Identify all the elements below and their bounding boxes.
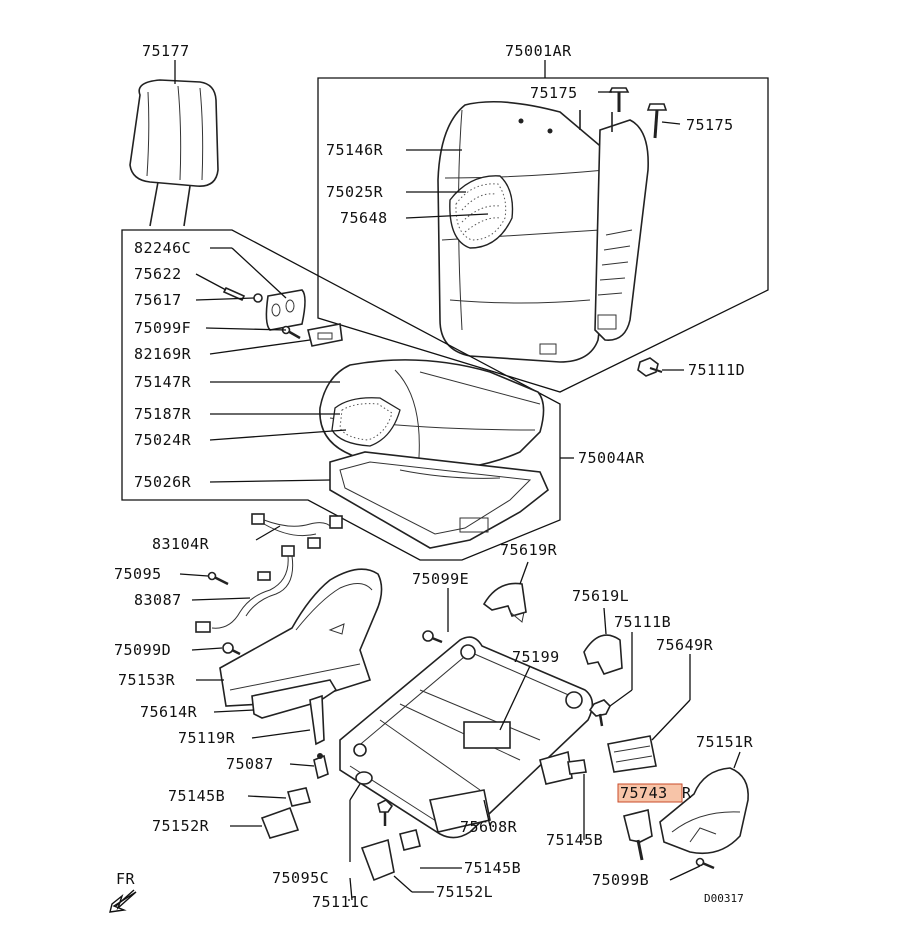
screw-75175-b[interactable] [646,103,668,139]
screw-75099E[interactable] [422,630,443,644]
leader-lines [174,60,741,901]
label-75001AR: 75001AR [505,42,572,60]
lumbar-pad[interactable] [449,175,514,249]
label-82246C: 82246C [134,239,191,257]
cover-75152L[interactable] [360,838,395,882]
knob-82169R[interactable] [307,323,343,347]
label-75111D: 75111D [688,361,745,379]
bracket-75614R[interactable] [251,679,338,746]
cap-75145B-b[interactable] [399,829,421,851]
label-75099F: 75099F [134,319,191,337]
clip-75087[interactable] [313,753,329,780]
cap-75145B-a[interactable] [286,787,312,807]
label-75152R: 75152R [152,817,210,835]
label-75025R: 75025R [326,183,384,201]
label-82169R: 82169R [134,345,192,363]
label-75111B: 75111B [614,613,671,631]
cushion-group-outline [121,229,561,561]
switch-82246C[interactable] [265,289,306,331]
label-75026R: 75026R [134,473,192,491]
label-75151R: 75151R [696,733,754,751]
fr-arrow-icon [109,891,137,913]
label-75649R: 75649R [656,636,714,654]
side-cover-75151R[interactable] [659,767,749,855]
label-75099B: 75099B [592,871,649,889]
pin-75622[interactable] [222,286,246,302]
front-direction-indicator: FR [109,870,137,913]
label-75199: 75199 [512,648,560,666]
highlight-75743 [617,783,683,803]
label-75152L: 75152L [436,883,493,901]
label-75175-b: 75175 [686,116,734,134]
diagram-code: D00317 [704,892,744,905]
buckle-75743R[interactable] [623,809,653,861]
cap-75095C[interactable] [355,771,373,785]
label-75177: 75177 [142,42,190,60]
label-75619L: 75619L [572,587,629,605]
label-75024R: 75024R [134,431,192,449]
seatback-assembly[interactable] [437,101,649,363]
label-83087: 83087 [134,591,182,609]
label-75111C: 75111C [312,893,369,911]
harness-83104R[interactable] [251,513,343,549]
screw-75095[interactable] [207,571,229,586]
cushion-heater-pad[interactable] [331,397,401,447]
cover-75152R[interactable] [260,806,300,839]
bolt-75111C[interactable] [377,799,394,826]
label-75145B-b: 75145B [464,859,521,877]
bolt-75099D[interactable] [222,642,241,656]
label-75743[interactable]: 75743 [620,784,668,802]
fr-label: FR [116,870,136,888]
bolt-75111B[interactable] [588,699,611,727]
label-75743-suffix: R [682,784,692,802]
label-75145B-a: 75145B [168,787,225,805]
screw-75175-a[interactable] [608,87,630,112]
cover-75619L[interactable] [583,634,623,675]
label-75153R: 75153R [118,671,176,689]
side-shield-75153R[interactable] [219,568,383,707]
label-75614R: 75614R [140,703,198,721]
label-75095C: 75095C [272,869,329,887]
cushion-frame[interactable] [329,451,549,549]
seat-adjuster-75199[interactable] [339,636,594,839]
label-83104R: 83104R [152,535,210,553]
bolt-75111D[interactable] [637,357,663,377]
screw-75099B[interactable] [695,857,715,870]
label-75187R: 75187R [134,405,192,423]
bracket-75649R[interactable] [607,735,657,773]
label-75087: 75087 [226,755,274,773]
label-75099D: 75099D [114,641,171,659]
label-75145B-c: 75145B [546,831,603,849]
label-75608R: 75608R [460,818,518,836]
seatback-group-outline [317,77,769,393]
cap-75145B-c[interactable] [567,759,587,775]
screw-75099F[interactable] [281,325,301,340]
harness-83087[interactable] [195,545,295,633]
label-75095: 75095 [114,565,162,583]
label-75648: 75648 [340,209,388,227]
headrest[interactable] [129,79,219,227]
label-75617: 75617 [134,291,182,309]
label-75119R: 75119R [178,729,236,747]
label-75175-a: 75175 [530,84,578,102]
cover-75619R[interactable] [482,582,527,623]
label-75099E: 75099E [412,570,469,588]
clip-75617[interactable] [253,293,263,303]
label-75147R: 75147R [134,373,192,391]
label-75622: 75622 [134,265,182,283]
label-75619R: 75619R [500,541,558,559]
label-75004AR: 75004AR [578,449,645,467]
label-75146R: 75146R [326,141,384,159]
